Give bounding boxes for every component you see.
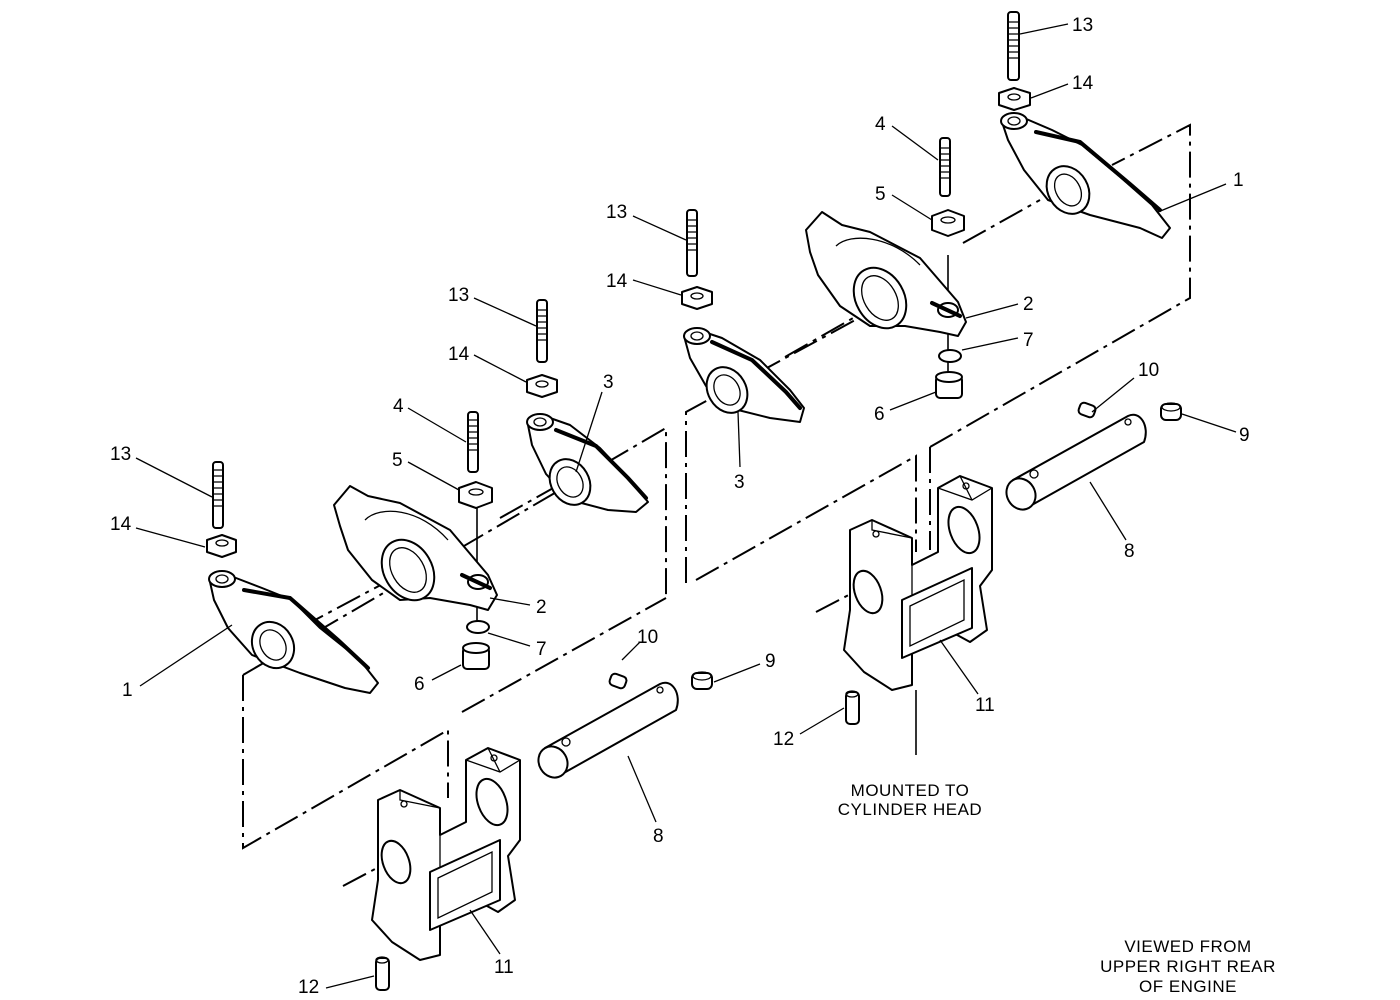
- callout-8-left: 8: [653, 826, 664, 847]
- mounted-note-line1: MOUNTED TO: [851, 781, 970, 800]
- orings-sleeves: [462, 349, 963, 670]
- sleeve-right: [935, 371, 963, 399]
- callout-3-middle: 3: [734, 472, 745, 493]
- nut-middle-right: [931, 209, 965, 237]
- view-note-line2: UPPER RIGHT REAR: [1100, 957, 1276, 976]
- callout-10-left: 10: [637, 627, 658, 648]
- stud-middle: [686, 209, 698, 277]
- rocker-arm-middle-right: [683, 327, 805, 423]
- bracket-left: [333, 485, 498, 611]
- bracket-right: [805, 211, 967, 337]
- callout-9-right: 9: [1239, 425, 1250, 446]
- shafts: [537, 401, 1182, 779]
- pedestal-left: [371, 747, 521, 961]
- callout-13-left: 13: [110, 444, 131, 465]
- stud-left-middle-a: [467, 411, 479, 473]
- callout-14-left-middle: 14: [448, 344, 470, 365]
- callout-1-left: 1: [122, 680, 133, 701]
- callout-8-right: 8: [1124, 541, 1135, 562]
- nut-left-middle-b: [526, 374, 558, 398]
- callout-13-left-middle: 13: [448, 285, 469, 306]
- plug-left: [691, 671, 713, 690]
- callout-4-left: 4: [393, 396, 404, 417]
- callout-12-left: 12: [298, 977, 319, 998]
- pin-right: [1077, 401, 1097, 419]
- shaft-right: [1005, 413, 1147, 511]
- nut-left: [206, 534, 237, 558]
- callout-14-right: 14: [1072, 73, 1094, 94]
- callout-14-middle: 14: [606, 271, 628, 292]
- callout-7-left: 7: [536, 639, 547, 660]
- callout-3-left-middle: 3: [603, 372, 614, 393]
- callout-6-left: 6: [414, 674, 425, 695]
- mounted-note-line2: CYLINDER HEAD: [838, 800, 982, 819]
- shaft-left: [537, 681, 679, 779]
- callout-9-left: 9: [765, 651, 776, 672]
- callout-2-left: 2: [536, 597, 547, 618]
- callout-5-left: 5: [392, 450, 403, 471]
- rocker-arm-right: [1000, 112, 1171, 239]
- mounted-note: MOUNTED TO CYLINDER HEAD: [838, 781, 982, 819]
- dowel-right: [845, 690, 860, 725]
- rocker-arm-left: [208, 570, 379, 694]
- nut-left-middle-a: [458, 481, 493, 509]
- stud-left-middle-b: [536, 299, 548, 363]
- stud-left: [212, 461, 224, 529]
- stud-right: [1007, 11, 1020, 81]
- sleeve-left: [462, 642, 490, 670]
- callout-11-right: 11: [975, 695, 995, 716]
- view-note: VIEWED FROM UPPER RIGHT REAR OF ENGINE: [1100, 937, 1276, 996]
- callout-4-right: 4: [875, 114, 886, 135]
- view-note-line1: VIEWED FROM: [1124, 937, 1251, 956]
- nut-middle: [681, 286, 713, 310]
- callout-11-left: 11: [494, 957, 514, 978]
- callout-2-right: 2: [1023, 294, 1034, 315]
- nut-right: [998, 87, 1031, 111]
- callout-13-middle: 13: [606, 202, 627, 223]
- callout-5-right: 5: [875, 184, 886, 205]
- callout-10-right: 10: [1138, 360, 1159, 381]
- stud-middle-right: [939, 137, 951, 197]
- callout-1-right: 1: [1233, 170, 1244, 191]
- callout-labels: 13 14 1 4 5 2 7 6 13 14 3 13 14 3 4 5 2 …: [110, 15, 1250, 998]
- pin-left: [608, 672, 628, 690]
- view-note-line3: OF ENGINE: [1139, 977, 1237, 996]
- pedestal-right: [843, 475, 993, 691]
- nuts: [206, 87, 1031, 558]
- rocker-arm-left-middle: [526, 413, 649, 513]
- callout-12-right: 12: [773, 729, 794, 750]
- plug-right: [1160, 402, 1182, 421]
- callout-7-right: 7: [1023, 330, 1034, 351]
- callout-14-left: 14: [110, 514, 132, 535]
- dowels: [375, 690, 860, 991]
- callout-6-right: 6: [874, 404, 885, 425]
- studs: [212, 11, 1020, 529]
- callout-13-right: 13: [1072, 15, 1093, 36]
- dowel-left: [375, 956, 390, 991]
- leader-lines: [135, 23, 1237, 989]
